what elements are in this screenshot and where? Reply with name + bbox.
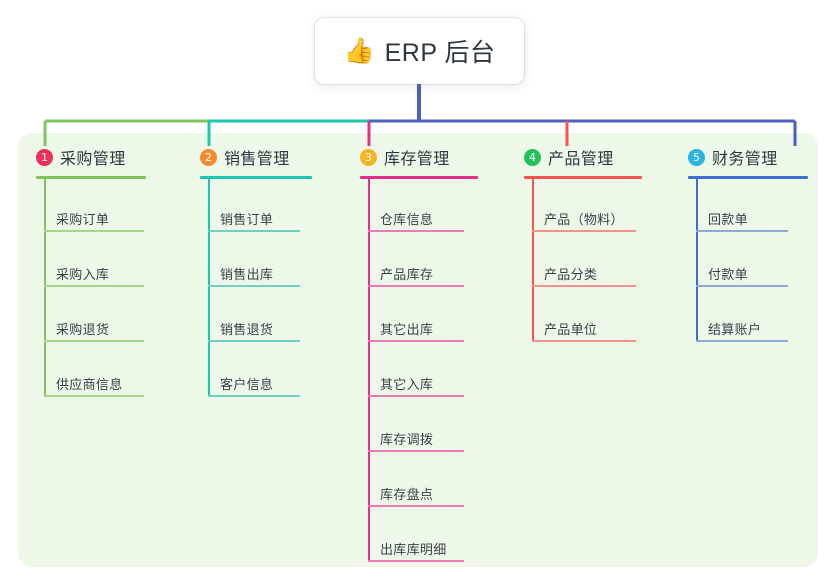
- branch-title-3: 库存管理: [384, 151, 450, 168]
- branch-item-rule: [44, 230, 144, 232]
- branch-header-1[interactable]: 1 采购管理: [36, 146, 126, 168]
- branch-header-4[interactable]: 4 产品管理: [524, 146, 614, 168]
- branch-header-rule-5: [688, 176, 808, 179]
- branch-item-label: 产品单位: [544, 322, 598, 337]
- branch-number-badge-3: 3: [360, 148, 377, 166]
- branch-item[interactable]: 其它出库: [360, 316, 476, 342]
- branch-item-label: 采购退货: [56, 322, 110, 337]
- branch-column-3: 3 库存管理仓库信息产品库存其它出库其它入库库存调拨库存盘点出库库明细: [360, 146, 478, 562]
- branch-item-label: 回款单: [708, 212, 748, 227]
- branch-item[interactable]: 供应商信息: [36, 371, 156, 397]
- branch-item-label: 库存调拨: [380, 432, 434, 447]
- branch-number-badge-1: 1: [36, 148, 53, 166]
- branch-item-rule: [208, 230, 300, 232]
- branch-number-badge-2: 2: [200, 148, 217, 166]
- branch-item-rule: [696, 340, 788, 342]
- branch-item-label: 采购订单: [56, 212, 110, 227]
- branch-item[interactable]: 销售出库: [200, 261, 312, 287]
- branch-item[interactable]: 产品库存: [360, 261, 476, 287]
- branch-header-rule-1: [36, 176, 146, 179]
- branch-item[interactable]: 库存调拨: [360, 426, 476, 452]
- branch-header-rule-4: [524, 176, 642, 179]
- branch-item[interactable]: 付款单: [688, 261, 800, 287]
- thumbs-up-icon: 👍: [343, 36, 375, 65]
- branch-item[interactable]: 产品分类: [524, 261, 648, 287]
- branch-item-rule: [368, 505, 464, 507]
- branch-item[interactable]: 销售订单: [200, 206, 312, 232]
- branch-item[interactable]: 采购入库: [36, 261, 156, 287]
- branch-item[interactable]: 其它入库: [360, 371, 476, 397]
- branch-spine-4: [532, 176, 534, 342]
- branch-column-1: 1 采购管理采购订单采购入库采购退货供应商信息: [36, 146, 146, 397]
- branch-item-label: 结算账户: [708, 322, 762, 337]
- branch-item[interactable]: 库存盘点: [360, 481, 476, 507]
- branch-number-badge-5: 5: [688, 148, 705, 166]
- branch-item-label: 产品（物料）: [544, 212, 624, 227]
- branch-spine-3: [368, 176, 370, 562]
- branch-item-label: 库存盘点: [380, 487, 434, 502]
- branch-item-rule: [696, 230, 788, 232]
- branch-item-rule: [696, 285, 788, 287]
- branch-item[interactable]: 客户信息: [200, 371, 312, 397]
- branch-item-rule: [532, 230, 636, 232]
- branch-item[interactable]: 出库库明细: [360, 536, 476, 562]
- branch-item-label: 客户信息: [220, 377, 274, 392]
- branch-item-rule: [208, 285, 300, 287]
- branch-item-label: 采购入库: [56, 267, 110, 282]
- branch-item[interactable]: 结算账户: [688, 316, 800, 342]
- branch-header-2[interactable]: 2 销售管理: [200, 146, 290, 168]
- root-node-content: 👍 ERP 后台: [343, 33, 495, 69]
- branch-spine-5: [696, 176, 698, 342]
- branch-item-rule: [44, 340, 144, 342]
- branch-item-label: 仓库信息: [380, 212, 434, 227]
- branch-item-rule: [368, 230, 464, 232]
- branch-item-label: 其它出库: [380, 322, 434, 337]
- branch-number-badge-4: 4: [524, 148, 541, 166]
- branch-item[interactable]: 产品（物料）: [524, 206, 648, 232]
- branch-header-rule-2: [200, 176, 312, 179]
- branch-item-rule: [532, 340, 636, 342]
- root-node-card[interactable]: 👍 ERP 后台: [315, 18, 524, 84]
- branch-item[interactable]: 产品单位: [524, 316, 648, 342]
- branch-item[interactable]: 销售退货: [200, 316, 312, 342]
- branch-item-label: 产品库存: [380, 267, 434, 282]
- branch-title-1: 采购管理: [60, 151, 126, 168]
- branch-item-rule: [208, 395, 300, 397]
- branch-item[interactable]: 采购订单: [36, 206, 156, 232]
- branch-header-5[interactable]: 5 财务管理: [688, 146, 778, 168]
- branch-item-label: 销售订单: [220, 212, 274, 227]
- branch-item-label: 销售退货: [220, 322, 274, 337]
- branch-title-2: 销售管理: [224, 151, 290, 168]
- root-node-label: ERP 后台: [384, 39, 496, 67]
- branch-header-3[interactable]: 3 库存管理: [360, 146, 450, 168]
- branch-item-rule: [532, 285, 636, 287]
- branch-item-label: 其它入库: [380, 377, 434, 392]
- branch-item-rule: [368, 340, 464, 342]
- branch-panel-background: [18, 133, 818, 567]
- branch-title-4: 产品管理: [548, 151, 614, 168]
- branch-item-rule: [44, 285, 144, 287]
- branch-item-label: 销售出库: [220, 267, 274, 282]
- branch-item-rule: [368, 285, 464, 287]
- branch-item-rule: [368, 560, 464, 562]
- branch-header-rule-3: [360, 176, 478, 179]
- branch-item-label: 出库库明细: [380, 542, 447, 557]
- branch-column-2: 2 销售管理销售订单销售出库销售退货客户信息: [200, 146, 312, 397]
- branch-item[interactable]: 仓库信息: [360, 206, 476, 232]
- branch-item-rule: [44, 395, 144, 397]
- branch-title-5: 财务管理: [712, 151, 778, 168]
- branch-item-rule: [368, 450, 464, 452]
- branch-item-label: 供应商信息: [56, 377, 123, 392]
- branch-item-rule: [208, 340, 300, 342]
- branch-item-label: 付款单: [708, 267, 748, 282]
- branch-item[interactable]: 采购退货: [36, 316, 156, 342]
- branch-column-5: 5 财务管理回款单付款单结算账户: [688, 146, 808, 342]
- branch-item[interactable]: 回款单: [688, 206, 800, 232]
- branch-item-label: 产品分类: [544, 267, 598, 282]
- branch-item-rule: [368, 395, 464, 397]
- branch-column-4: 4 产品管理产品（物料） 产品分类产品单位: [524, 146, 642, 342]
